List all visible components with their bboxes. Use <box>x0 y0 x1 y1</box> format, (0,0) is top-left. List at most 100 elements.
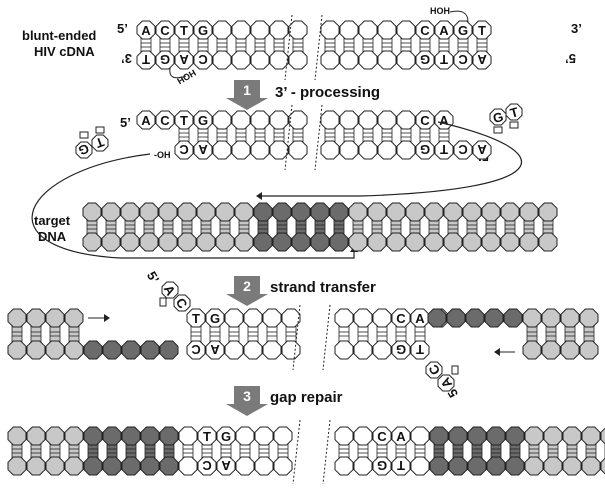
nucleotide <box>372 456 392 476</box>
nucleotide <box>320 140 340 160</box>
base-pair-rung <box>276 219 288 235</box>
nucleotide <box>424 232 444 252</box>
base-pair-rung <box>216 127 228 143</box>
nucleotide <box>339 20 359 40</box>
nucleotide <box>253 202 273 222</box>
nucleotide <box>64 456 84 476</box>
base-pair-rung <box>273 127 285 143</box>
base-pair-rung <box>509 443 521 459</box>
nucleotide <box>541 308 561 328</box>
base-pair-rung <box>163 443 175 459</box>
single-strand-target <box>121 340 141 360</box>
arrow-head <box>104 314 110 322</box>
nucleotide <box>216 426 236 446</box>
nucleotide <box>405 202 425 222</box>
base-letter: G <box>458 23 468 38</box>
hoh-arrow <box>449 10 469 23</box>
nucleotide <box>377 140 397 160</box>
base-pair-rung <box>438 127 450 143</box>
base-pair-rung <box>178 127 190 143</box>
nucleotide <box>250 140 270 160</box>
base-pair-rung <box>273 37 285 53</box>
nucleotide <box>500 202 520 222</box>
base-letter: T <box>508 104 520 121</box>
base-pair-rung <box>285 325 297 343</box>
nucleotide <box>136 20 156 40</box>
nucleotide <box>358 140 378 160</box>
base-pair-rung <box>235 37 247 53</box>
nucleotide <box>288 110 308 130</box>
nucleotide <box>45 456 65 476</box>
nucleotide <box>102 426 122 446</box>
nucleotide <box>243 308 263 328</box>
base-pair-rung <box>247 325 259 343</box>
base-letter: G <box>210 311 220 326</box>
nucleotide <box>481 202 501 222</box>
step-2-number: 2 <box>243 278 251 294</box>
nucleotide <box>136 50 156 70</box>
base-pair-rung <box>182 443 194 459</box>
nucleotide <box>159 426 179 446</box>
nucleotide <box>234 202 254 222</box>
nucleotide <box>196 232 216 252</box>
nucleotide <box>139 232 159 252</box>
nucleotide <box>26 308 46 328</box>
nucleotide <box>174 50 194 70</box>
nucleotide <box>193 20 213 40</box>
nucleotide <box>462 232 482 252</box>
base-letter: G <box>491 109 505 126</box>
base-pair-rung <box>414 325 426 343</box>
base-pair-rung <box>159 37 171 53</box>
base-letter: G <box>221 429 231 444</box>
base-letter: C <box>458 52 468 67</box>
nucleotide <box>101 202 121 222</box>
base-letter: T <box>478 23 486 38</box>
nucleotide <box>334 308 354 328</box>
nucleotide <box>415 50 435 70</box>
nucleotide <box>205 340 225 360</box>
nucleotide <box>562 456 582 476</box>
five-prime-top-left: 5’ <box>117 21 128 36</box>
base-letter: G <box>377 458 387 473</box>
nucleotide <box>250 50 270 70</box>
base-pair-rung <box>11 443 23 459</box>
base-pair-rung <box>371 219 383 235</box>
nucleotide <box>434 50 454 70</box>
nucleotide <box>121 456 141 476</box>
nucleotide <box>291 202 311 222</box>
nucleotide <box>224 308 244 328</box>
base-pair-rung <box>357 325 369 343</box>
base-pair-rung <box>452 443 464 459</box>
base-pair-rung <box>125 443 137 459</box>
nucleotide <box>434 20 454 40</box>
nucleotide <box>334 340 354 360</box>
nucleotide <box>339 50 359 70</box>
base-letter: T <box>203 429 211 444</box>
base-letter: C <box>202 458 212 473</box>
nucleotide <box>429 426 449 446</box>
base-pair-rung <box>352 219 364 235</box>
base-pair-rung <box>124 219 136 235</box>
nucleotide <box>281 340 301 360</box>
nucleotide <box>348 202 368 222</box>
base-letter: A <box>179 52 189 67</box>
five-prime-transfer-left: 5’ <box>144 269 162 286</box>
nucleotide <box>288 140 308 160</box>
nucleotide <box>410 426 430 446</box>
base-pair-rung <box>239 443 251 459</box>
nucleotide <box>155 110 175 130</box>
nucleotide <box>505 426 525 446</box>
single-strand-target <box>465 308 485 328</box>
base-pair-rung <box>216 37 228 53</box>
base-letter: A <box>415 311 425 326</box>
base-pair-rung <box>140 37 152 53</box>
base-pair-rung <box>324 37 336 53</box>
base-pair-rung <box>447 219 459 235</box>
nucleotide <box>102 456 122 476</box>
single-strand-target <box>83 340 103 360</box>
base-pair-rung <box>362 127 374 143</box>
base-pair-rung <box>490 443 502 459</box>
nucleotide <box>64 426 84 446</box>
base-letter: A <box>221 458 231 473</box>
base-letter: G <box>198 23 208 38</box>
